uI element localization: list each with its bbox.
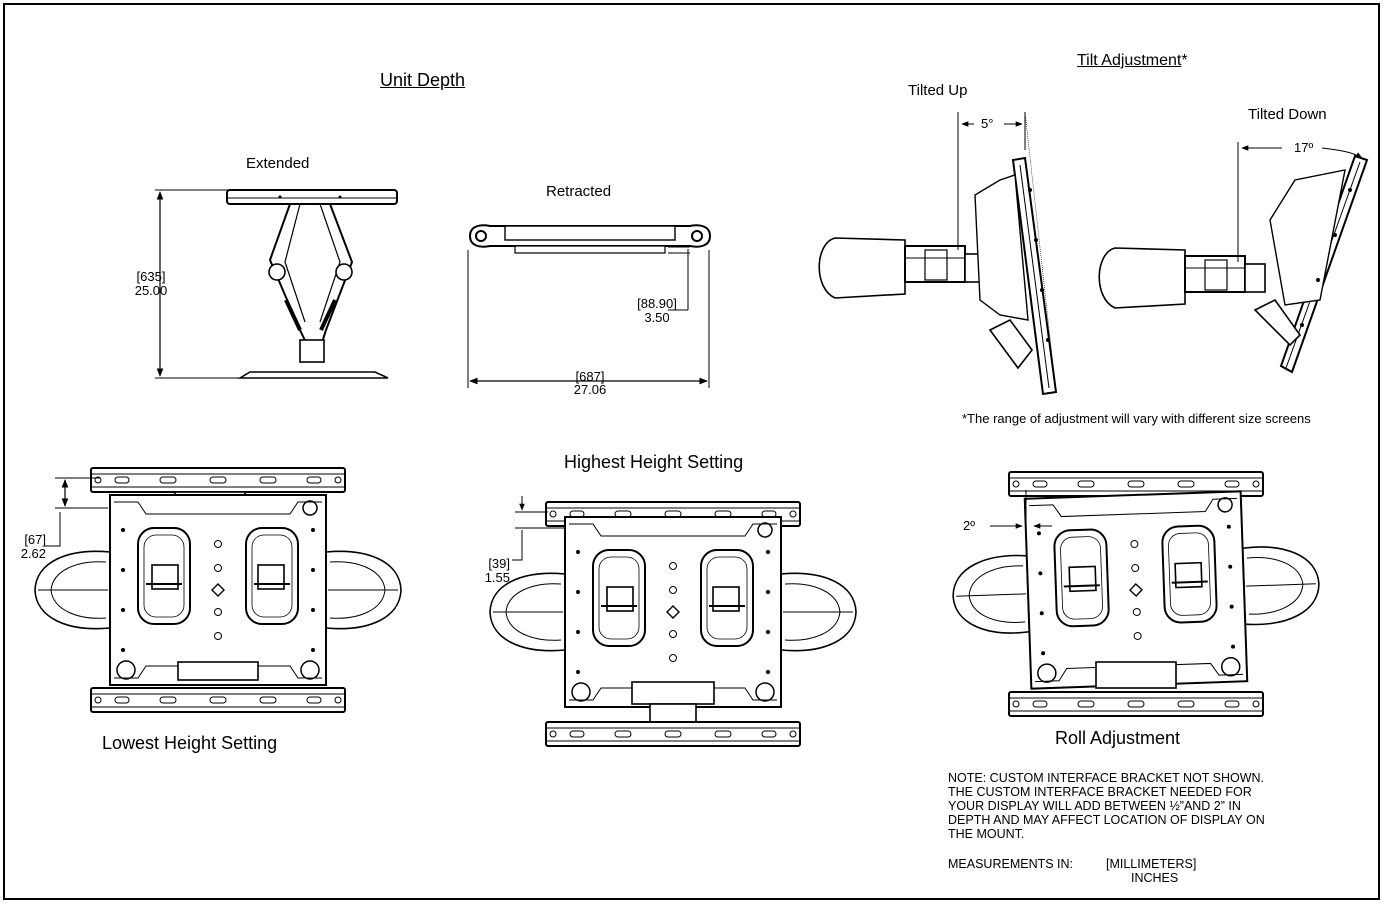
highest-height-label: Highest Height Setting	[564, 452, 744, 472]
retracted-depth-mm: [88.90]	[637, 296, 677, 311]
unit-depth-title: Unit Depth	[380, 70, 466, 90]
retracted-view	[467, 224, 712, 388]
highest-height-view	[490, 496, 856, 747]
extended-view	[155, 189, 398, 379]
tilt-adjustment-title: Tilt Adjustment*	[1077, 52, 1188, 69]
retracted-depth-in: 3.50	[644, 310, 670, 325]
tilted-up-label: Tilted Up	[908, 82, 968, 99]
tilt-footnote: *The range of adjustment will vary with …	[962, 411, 1311, 426]
roll-adjustment-angle: 2º	[963, 518, 975, 533]
interface-bracket-note: NOTE: CUSTOM INTERFACE BRACKET NOT SHOWN…	[948, 771, 1265, 841]
lowest-height-dim-in: 2.62	[20, 546, 46, 561]
highest-height-dim-in: 1.55	[484, 570, 510, 585]
retracted-width-in: 27.06	[573, 382, 607, 397]
measurements-secondary-unit: INCHES	[1131, 871, 1179, 885]
measurements-primary-unit: [MILLIMETERS]	[1106, 857, 1197, 871]
tilted-down-label: Tilted Down	[1248, 106, 1327, 123]
lowest-height-dim-mm: [67]	[24, 532, 46, 547]
tilted-up-view	[818, 111, 1058, 396]
tilted-down-view	[1098, 142, 1369, 374]
roll-adjustment-label: Roll Adjustment	[1055, 728, 1181, 748]
extended-dim-mm: [635]	[136, 269, 166, 284]
lowest-height-view	[35, 467, 401, 713]
retracted-width-mm: [687]	[575, 369, 605, 384]
roll-adjustment-view	[950, 471, 1322, 717]
extended-dim-in: 25.00	[134, 283, 168, 298]
highest-height-dim-mm: [39]	[488, 556, 510, 571]
measurements-label: MEASUREMENTS IN:	[948, 857, 1074, 871]
tilted-down-angle: 17º	[1294, 140, 1314, 155]
lowest-height-label: Lowest Height Setting	[102, 733, 278, 753]
extended-label: Extended	[246, 155, 310, 172]
retracted-label: Retracted	[546, 183, 612, 200]
tilted-up-angle: 5°	[981, 116, 994, 131]
sheet-border	[3, 3, 1380, 900]
